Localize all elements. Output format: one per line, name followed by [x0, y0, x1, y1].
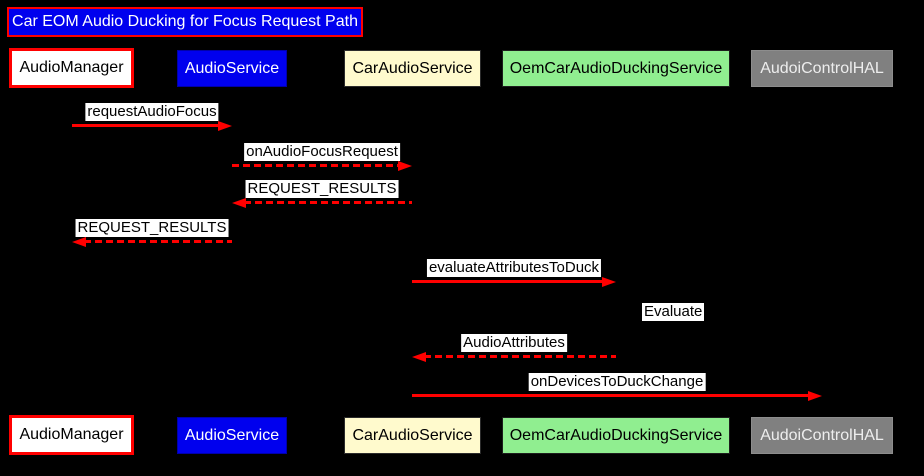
message-line-6 [424, 355, 616, 358]
message-label-3: REQUEST_RESULTS [75, 219, 229, 237]
lifeline-audio-manager [71, 88, 73, 417]
message-line-7 [412, 394, 810, 397]
message-arrowhead-4 [602, 276, 616, 287]
message-label-6: AudioAttributes [461, 334, 567, 352]
actor-audio-manager-top: AudioManager [9, 48, 134, 88]
message-label-7: onDevicesToDuckChange [528, 373, 706, 391]
message-arrowhead-6 [412, 351, 426, 362]
actor-audio-service-top: AudioService [177, 50, 287, 87]
actor-audio-manager-bottom: AudioManager [9, 415, 134, 455]
actor-car-audio-service-bottom: CarAudioService [344, 417, 481, 454]
message-label-4: evaluateAttributesToDuck [426, 259, 602, 277]
message-arrowhead-1 [398, 160, 412, 171]
message-arrowhead-3 [72, 236, 86, 247]
message-arrowhead-0 [218, 120, 232, 131]
lifeline-car-audio-service [411, 88, 413, 417]
actor-car-audio-service-top: CarAudioService [344, 50, 481, 87]
diagram-title: Car EOM Audio Ducking for Focus Request … [7, 7, 363, 37]
actor-audoi-control-hal-top: AudoiControlHAL [751, 50, 893, 87]
actor-audoi-control-hal-bottom: AudoiControlHAL [751, 417, 893, 454]
lifeline-oem-car-audio-ducking-service [615, 88, 617, 417]
actor-oem-car-audio-ducking-service-bottom: OemCarAudioDuckingService [502, 417, 730, 454]
message-arrowhead-2 [232, 197, 246, 208]
message-line-0 [72, 124, 220, 127]
message-label-1: onAudioFocusRequest [244, 143, 400, 161]
message-label-0: requestAudioFocus [85, 103, 219, 121]
message-line-1 [232, 164, 400, 167]
lifeline-audoi-control-hal [821, 88, 823, 417]
message-arrowhead-7 [808, 390, 822, 401]
message-line-4 [412, 280, 604, 283]
actor-oem-car-audio-ducking-service-top: OemCarAudioDuckingService [502, 50, 730, 87]
message-label-2: REQUEST_RESULTS [245, 180, 399, 198]
actor-audio-service-bottom: AudioService [177, 417, 287, 454]
message-label-5: Evaluate [642, 303, 705, 321]
message-line-3 [84, 240, 232, 243]
message-line-2 [244, 201, 412, 204]
lifeline-audio-service [231, 88, 233, 417]
